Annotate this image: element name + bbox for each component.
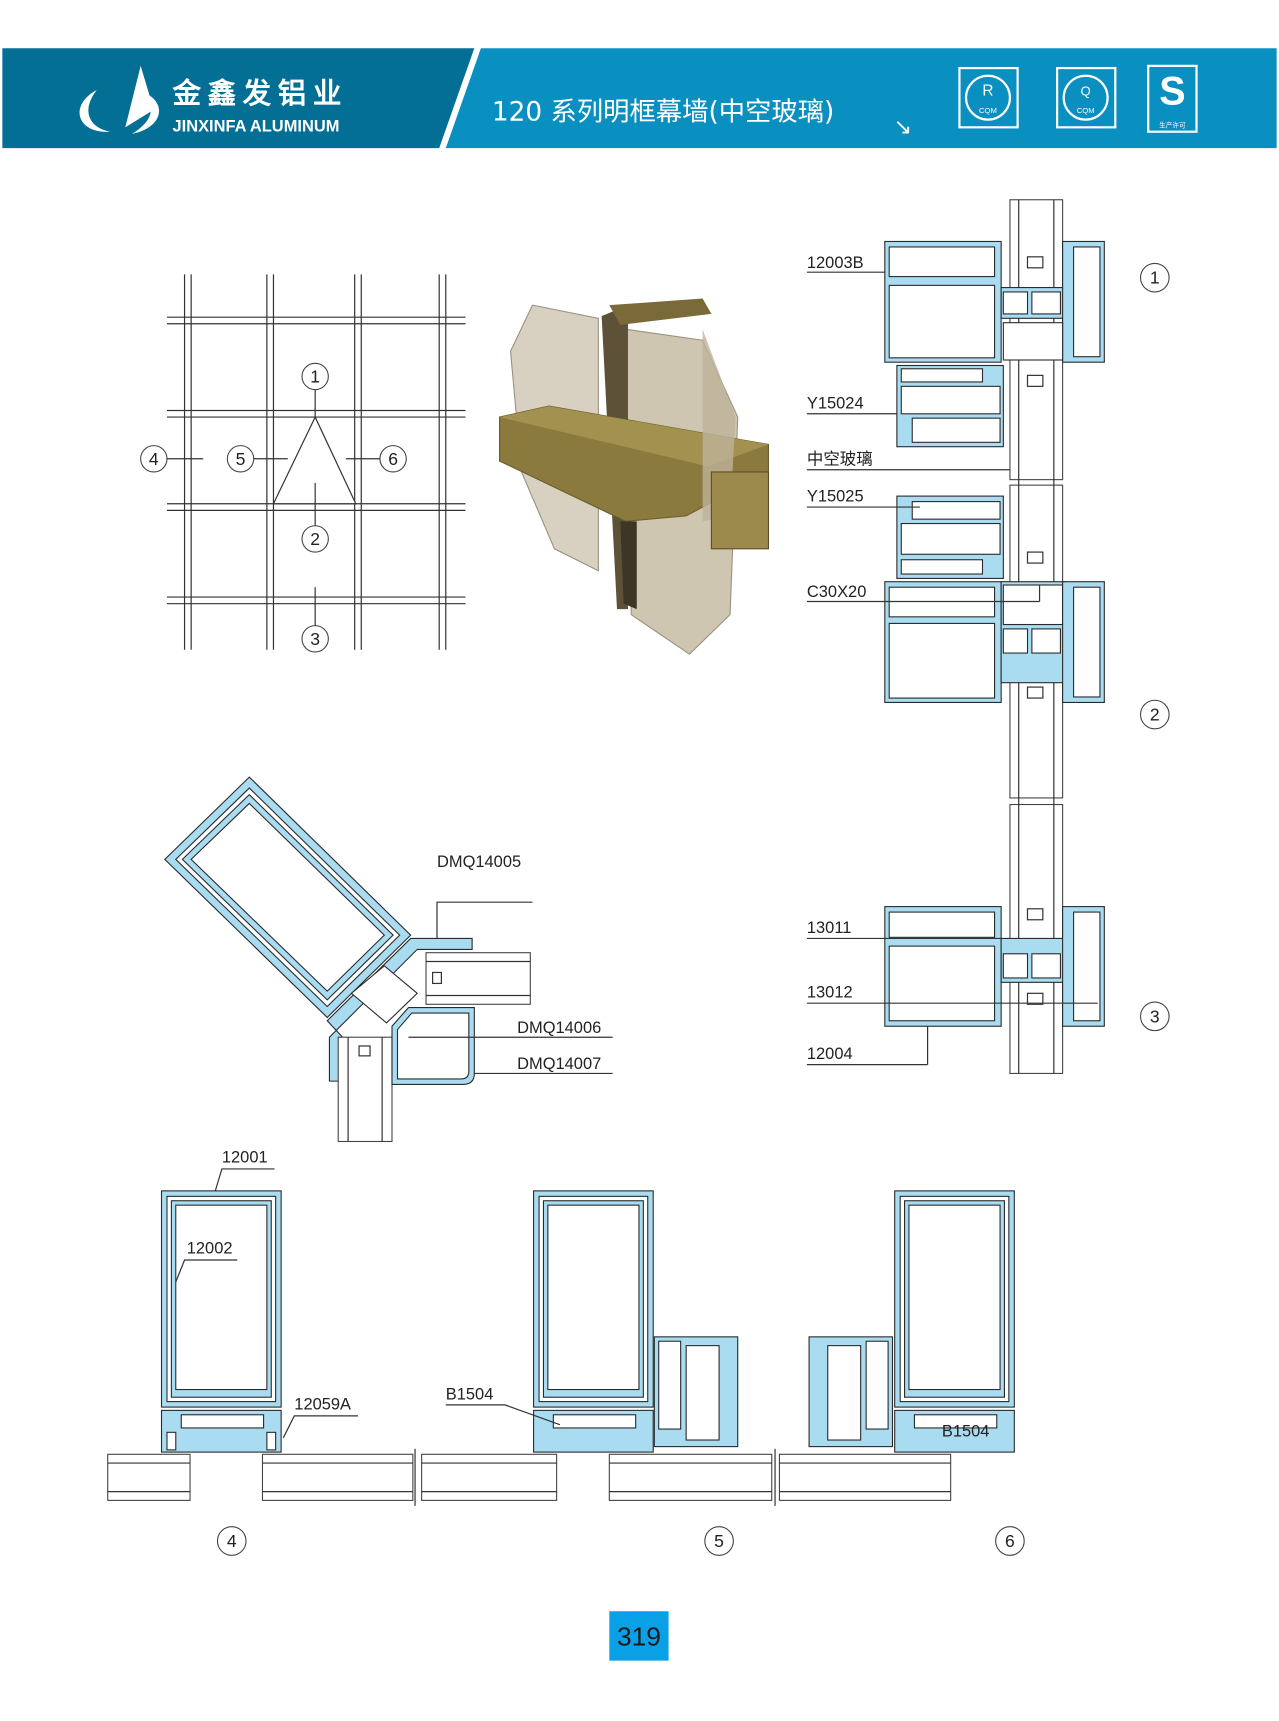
svg-text:Q: Q	[1081, 83, 1091, 98]
mullion-section-5	[533, 1190, 739, 1453]
section-marker-4: 4	[216, 1526, 247, 1556]
brand-name-en: JINXINFA ALUMINUM	[172, 118, 339, 136]
horizontal-sections-drawing: 12001 12002 12059A B1504 B1504 4 5 6	[107, 1148, 1025, 1556]
label-12003B: 12003B	[807, 254, 864, 272]
svg-text:6: 6	[1005, 1531, 1015, 1551]
svg-text:CQM: CQM	[1077, 106, 1095, 115]
label-DMQ14005: DMQ14005	[437, 853, 521, 871]
svg-text:1: 1	[310, 366, 320, 386]
svg-text:1: 1	[1150, 268, 1160, 288]
svg-text:6: 6	[388, 449, 398, 469]
svg-text:生产许可: 生产许可	[1159, 120, 1186, 129]
label-DMQ14006: DMQ14006	[517, 1019, 601, 1037]
marker-3: 3	[301, 625, 329, 653]
arrow-icon: ↘	[894, 114, 912, 139]
page-number-badge: 319	[609, 1611, 669, 1661]
marker-1: 1	[301, 362, 329, 391]
label-B1504-partial: B1504	[942, 1423, 990, 1441]
header-banner: 金鑫发铝业 JINXINFA ALUMINUM 120 系列明框幕墙(中空玻璃)…	[2, 48, 1277, 149]
cqm-r-cert-icon: R CQM	[958, 66, 1019, 129]
marker-5: 5	[226, 445, 255, 473]
svg-text:4: 4	[227, 1531, 237, 1551]
label-12059A: 12059A	[294, 1395, 351, 1413]
svg-text:5: 5	[236, 449, 246, 469]
label-12002: 12002	[187, 1239, 233, 1257]
label-Y15025: Y15025	[807, 488, 864, 506]
glass-panes	[107, 1448, 952, 1506]
mullion-section-6	[808, 1190, 1015, 1453]
section-marker-3: 3	[1139, 1001, 1170, 1032]
marker-6: 6	[379, 445, 407, 473]
svg-text:R: R	[982, 82, 993, 99]
label-C30X20: C30X20	[807, 583, 866, 601]
section-marker-1: 1	[1139, 262, 1170, 293]
label-B1504: B1504	[446, 1385, 494, 1403]
label-DMQ14007: DMQ14007	[517, 1055, 601, 1073]
vertical-section-drawing: 12003B Y15024 中空玻璃 Y15025 C30X20 13011 1…	[806, 199, 1170, 1074]
marker-4: 4	[140, 445, 168, 473]
company-logo-icon	[79, 65, 160, 134]
page-title: 120 系列明框幕墙(中空玻璃)	[492, 98, 834, 128]
label-12001: 12001	[222, 1148, 268, 1166]
curtain-wall-3d-render	[499, 298, 770, 655]
qs-cert-icon: S 生产许可	[1147, 64, 1198, 133]
svg-text:S: S	[1159, 69, 1185, 113]
svg-text:3: 3	[1150, 1006, 1160, 1026]
header-right-panel	[445, 48, 1277, 149]
label-13011: 13011	[807, 919, 852, 937]
brand-name-cn: 金鑫发铝业	[171, 77, 348, 110]
svg-text:5: 5	[714, 1531, 724, 1551]
elevation-grid-diagram: 1 2 3 4 5 6	[140, 274, 466, 653]
marker-2: 2	[301, 525, 329, 553]
header-left-panel	[2, 48, 475, 149]
label-13012: 13012	[807, 984, 853, 1002]
label-12004: 12004	[807, 1045, 853, 1063]
svg-text:CQM: CQM	[979, 106, 997, 115]
svg-text:2: 2	[1150, 705, 1160, 725]
section-marker-5: 5	[704, 1526, 734, 1556]
section-marker-6: 6	[995, 1526, 1025, 1556]
svg-text:2: 2	[310, 529, 320, 549]
page-number: 319	[617, 1621, 661, 1651]
svg-text:3: 3	[310, 629, 320, 649]
svg-text:4: 4	[149, 449, 159, 469]
corner-section-drawing: DMQ14005 DMQ14006 DMQ14007	[164, 776, 613, 1143]
label-Y15024: Y15024	[807, 394, 864, 412]
cqm-q-cert-icon: Q CQM	[1056, 66, 1117, 129]
mullion-section-4	[160, 1190, 282, 1453]
label-insulated-glass: 中空玻璃	[807, 449, 873, 468]
section-marker-2: 2	[1139, 699, 1170, 730]
